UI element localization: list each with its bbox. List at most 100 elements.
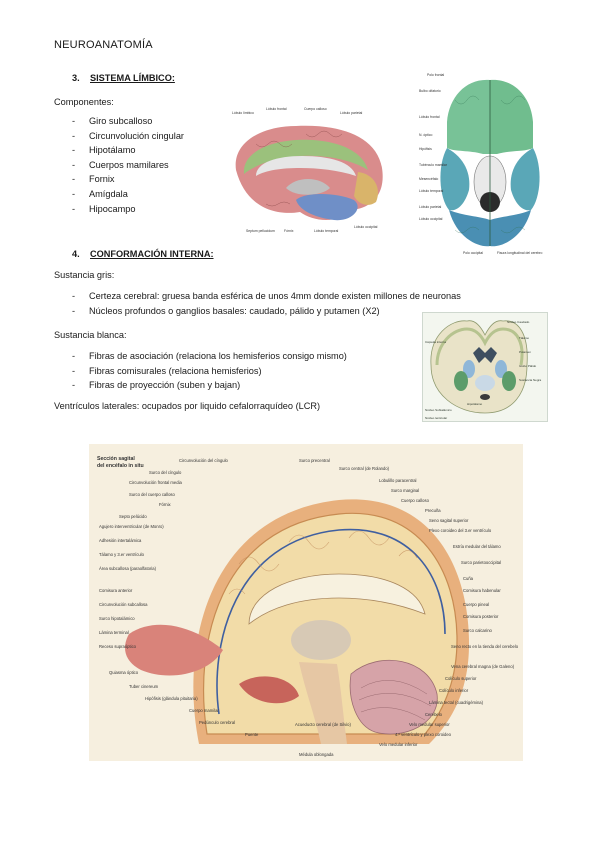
label-inferior-colliculus: Colículo inferior: [439, 688, 469, 693]
thalamus-coronal-shape: [475, 375, 495, 391]
list-item: Fibras de proyección (suben y bajan): [72, 378, 347, 393]
section-4-title-text: CONFORMACIÓN INTERNA:: [90, 249, 214, 259]
nasal-tissue: [125, 624, 223, 676]
limbic-components-list: Giro subcalloso Circunvolución cingular …: [72, 114, 184, 216]
label-cerebral-peduncle: Pedúnculo cerebral: [199, 720, 235, 725]
label-lamina-terminalis: Lámina terminal: [99, 630, 129, 635]
document-heading: NEUROANATOMÍA: [54, 39, 153, 51]
label-tuber-cinereum: Tuber cinereum: [129, 684, 159, 689]
label-subcallosal-area: Área subcallosa (paraolfatoria): [99, 566, 157, 571]
section-3-title-text: SISTEMA LÍMBICO:: [90, 73, 175, 83]
label-paracentral-lobule: Lobulillo paracentral: [379, 478, 417, 483]
label-pons: Puente: [245, 732, 259, 737]
label-marginal-sulcus: Surco marginal: [391, 488, 419, 493]
corpus-callosum-shape: [256, 156, 356, 176]
white-matter-label: Sustancia blanca:: [54, 330, 127, 340]
label-hypophysis-sagittal: Hipófisis (glándula pituitaria): [145, 696, 198, 701]
label-interthalamic-adhesion: Adhesión intertalámica: [99, 538, 142, 543]
cerebellum-sagittal: [349, 659, 438, 735]
label-parieto-occipital-sulcus: Surco parietooccipital: [461, 560, 501, 565]
limbic-gyrus-region: [243, 139, 368, 174]
coronal-section-figure: Núcleo Caudado Tálamo Putamen Globo Páli…: [422, 312, 548, 422]
label-limbic-lobe: Lóbulo límbico: [232, 111, 254, 115]
label-fornix: Fórnix: [284, 229, 294, 233]
label-optic-nerve: N. óptico: [419, 133, 432, 137]
label-frontal-lobe-base: Lóbulo frontal: [419, 115, 440, 119]
list-item: Fibras comisurales (relaciona hemisferio…: [72, 364, 347, 379]
label-superior-colliculus: Colículo superior: [445, 676, 477, 681]
figure-title-line2: del encéfalo in situ: [97, 463, 144, 469]
label-central-sulcus: Surco central (de Rolando): [339, 466, 390, 471]
label-precuneus: Precuña: [425, 508, 441, 513]
label-corpus-callosum: Cuerpo calloso: [304, 107, 327, 111]
brainstem-sagittal: [299, 662, 347, 744]
label-parietal-lobe: Lóbulo parietal: [340, 111, 362, 115]
list-item: Certeza cerebral: gruesa banda esférica …: [72, 289, 461, 304]
gray-matter-label: Sustancia gris:: [54, 270, 115, 280]
label-stria-medullaris: Estría medular del tálamo: [453, 544, 501, 549]
label-precentral-sulcus: Surco precentral: [299, 458, 330, 463]
label-substantia-nigra: Sustancia Negra: [519, 378, 542, 382]
label-posterior-commissure: Comisura posterior: [463, 614, 499, 619]
section-4-title: 4. CONFORMACIÓN INTERNA:: [72, 249, 214, 259]
label-lenticular-nucleus: Núcleo lenticular: [425, 416, 447, 420]
figure-title-line1: Sección sagital: [97, 456, 135, 462]
label-longitudinal-fissure: Fisura longitudinal del cerebro: [497, 251, 543, 255]
label-great-cerebral-vein: Vena cerebral magna (de Galeno): [451, 664, 515, 669]
label-temporal-lobe: Lóbulo temporal: [314, 229, 339, 233]
white-matter-list: Fibras de asociación (relaciona los hemi…: [72, 349, 347, 393]
sagittal-section-figure: Sección sagital del encéfalo in situ Cir…: [89, 444, 523, 761]
label-anterior-commissure: Comisura anterior: [99, 588, 133, 593]
label-cerebellum: Cerebelo: [425, 712, 443, 717]
section-3-number: 3.: [72, 73, 80, 83]
label-medulla-oblongata: Médula oblongada: [299, 752, 334, 757]
left-frontal-lobe: [447, 79, 490, 154]
label-fourth-ventricle: 4.º ventrículo y plexo coroideo: [395, 732, 452, 737]
occipital-lobe-region: [354, 172, 378, 205]
label-temporal-lobe-base: Lóbulo temporal: [419, 189, 444, 193]
temporal-lobe-region: [296, 194, 358, 221]
label-callosal-sulcus: Surco del cuerpo calloso: [129, 492, 176, 497]
list-item: Núcleos profundos o ganglios basales: ca…: [72, 304, 461, 319]
label-inferior-medullary-velum: Velo medular inferior: [379, 742, 418, 747]
label-mesencephalon: Mesencéfalo: [419, 177, 438, 181]
label-mamillary-body: Cuerpo mamilar: [189, 708, 219, 713]
section-4-number: 4.: [72, 249, 80, 259]
list-item: Hipocampo: [72, 202, 184, 217]
label-parietal-lobe-base: Lóbulo parietal: [419, 205, 441, 209]
label-cingulate-sulcus: Surco del cíngulo: [149, 470, 182, 475]
label-hypothalamic-sulcus: Surco hipotalámico: [99, 616, 135, 621]
label-pineal-body: Cuerpo pineal: [463, 602, 489, 607]
label-occipital-pole: Polo occipital: [463, 251, 483, 255]
label-thalamus-third-ventricle: Tálamo y 3.er ventrículo: [99, 552, 145, 557]
label-hypophysis: Hipófisis: [419, 147, 432, 151]
label-hypothalamus: Hipotálamo: [467, 402, 483, 406]
label-supraoptic-recess: Receso supraóptico: [99, 644, 137, 649]
right-temporal-lobe: [510, 148, 540, 211]
label-olfactory-bulb: Bulbo olfatorio: [419, 89, 441, 93]
lateral-ventricles-shape: [473, 347, 497, 363]
label-subcallosal-gyrus: Circunvolución subcallosa: [99, 602, 148, 607]
left-caudate-shape: [463, 360, 475, 378]
label-cuneus: Cuña: [463, 576, 474, 581]
gray-matter-list: Certeza cerebral: gruesa banda esférica …: [72, 289, 461, 318]
right-frontal-lobe: [490, 79, 533, 154]
right-caudate-shape: [495, 360, 507, 378]
list-item: Fibras de asociación (relaciona los hemi…: [72, 349, 347, 364]
label-choroid-plexus-third: Plexo coroideo del 3.er ventrículo: [429, 528, 492, 533]
components-label: Componentes:: [54, 97, 114, 107]
label-occipital-lobe-base: Lóbulo occipital: [419, 217, 443, 221]
ventricles-text: Ventrículos laterales: ocupados por liqu…: [54, 401, 321, 411]
list-item: Cuerpos mamilares: [72, 158, 184, 173]
list-item: Fornix: [72, 172, 184, 187]
label-internal-capsule: Cápsula interna: [425, 340, 446, 344]
label-straight-sinus: Seno recto en la tienda del cerebelo: [451, 644, 519, 649]
label-thalamus: Tálamo: [519, 336, 529, 340]
label-occipital-lobe: Lóbulo occipital: [354, 225, 378, 229]
list-item: Hipotálamo: [72, 143, 184, 158]
label-optic-chiasm: Quiasma óptico: [109, 670, 139, 675]
limbic-lobe-figure: Lóbulo límbico Lóbulo frontal Cuerpo cal…: [226, 104, 390, 238]
label-frontal-lobe: Lóbulo frontal: [266, 107, 287, 111]
label-habenular-commissure: Comisura habenular: [463, 588, 501, 593]
